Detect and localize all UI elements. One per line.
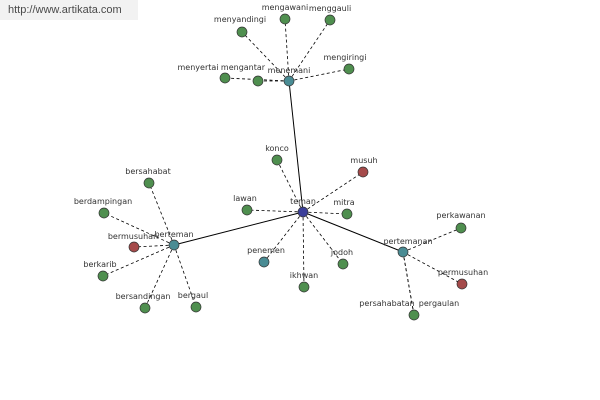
node-jodoh[interactable] [337, 258, 349, 270]
edge-teman-mitra [302, 211, 348, 215]
node-label-konco[interactable]: konco [265, 144, 289, 153]
edge-pertemanan-permusuhan [402, 251, 463, 285]
node-mengiringi[interactable] [343, 63, 355, 75]
node-konco[interactable] [271, 154, 283, 166]
node-berdampingan[interactable] [98, 207, 110, 219]
node-label-pergaulan[interactable]: pergaulan [419, 299, 459, 308]
edge-teman-musuh [302, 171, 364, 213]
node-menggauli[interactable] [324, 14, 336, 26]
node-label-permusuhan[interactable]: permusuhan [438, 268, 488, 277]
node-menemani[interactable] [283, 75, 295, 87]
node-menyertai[interactable] [219, 72, 231, 84]
node-teman[interactable] [297, 206, 309, 218]
node-bersandingan[interactable] [139, 302, 151, 314]
edge-berteman-bersandingan [144, 244, 175, 309]
node-label-jodoh[interactable]: jodoh [330, 248, 353, 257]
node-label-bermusuhan[interactable]: bermusuhan [108, 232, 158, 241]
node-pertemanan[interactable] [397, 246, 409, 258]
node-mengawani[interactable] [279, 13, 291, 25]
node-ikhwan[interactable] [298, 281, 310, 293]
edge-menemani-menyandingi [241, 31, 290, 82]
node-label-menyertai[interactable]: menyertai [178, 63, 219, 72]
node-menyandingi[interactable] [236, 26, 248, 38]
node-berteman[interactable] [168, 239, 180, 251]
node-bersahabat[interactable] [143, 177, 155, 189]
node-label-lawan[interactable]: lawan [233, 194, 257, 203]
node-label-bergaul[interactable]: bergaul [178, 291, 208, 300]
edges-layer [102, 18, 463, 316]
edge-pertemanan-perkawanan [402, 227, 462, 253]
node-label-menggauli[interactable]: menggauli [309, 4, 351, 13]
node-label-mengantar[interactable]: mengantar [221, 63, 266, 72]
edge-teman-lawan [246, 209, 304, 213]
node-label-menemani[interactable]: menemani [268, 66, 311, 75]
edge-teman-berteman [173, 211, 304, 246]
node-lawan[interactable] [241, 204, 253, 216]
edge-menemani-menggauli [288, 19, 331, 82]
node-mitra[interactable] [341, 208, 353, 220]
node-penemen[interactable] [258, 256, 270, 268]
node-label-berteman[interactable]: berteman [154, 230, 193, 239]
edge-berteman-bersahabat [148, 182, 175, 246]
node-label-berdampingan[interactable]: berdampingan [74, 197, 132, 206]
node-label-ikhwan[interactable]: ikhwan [290, 271, 318, 280]
node-permusuhan[interactable] [456, 278, 468, 290]
node-label-teman[interactable]: teman [290, 197, 316, 206]
edge-menemani-mengawani [284, 18, 290, 82]
edge-berteman-bermusuhan [133, 244, 175, 248]
node-label-pertemanan[interactable]: pertemanan [383, 237, 432, 246]
node-label-mengawani[interactable]: mengawani [262, 3, 309, 12]
node-bermusuhan[interactable] [128, 241, 140, 253]
node-label-persahabatan[interactable]: persahabatan [359, 299, 414, 308]
edge-teman-konco [276, 159, 304, 213]
node-label-berkarib[interactable]: berkarib [83, 260, 116, 269]
edge-teman-menemani [288, 80, 304, 213]
node-label-bersandingan[interactable]: bersandingan [116, 292, 171, 301]
node-label-menyandingi[interactable]: menyandingi [214, 15, 266, 24]
edge-menemani-mengiringi [288, 68, 350, 82]
node-persahabatan[interactable] [408, 309, 420, 321]
node-bergaul[interactable] [190, 301, 202, 313]
nodes-layer: teman menemani berteman pertemanan mengawani… [74, 3, 488, 321]
watermark-url: http://www.artikata.com [0, 0, 138, 20]
node-mengantar[interactable] [252, 75, 264, 87]
node-label-penemen[interactable]: penemen [247, 246, 285, 255]
node-label-mengiringi[interactable]: mengiringi [324, 53, 367, 62]
node-berkarib[interactable] [97, 270, 109, 282]
node-label-mitra[interactable]: mitra [333, 198, 354, 207]
node-label-bersahabat[interactable]: bersahabat [125, 167, 170, 176]
node-musuh[interactable] [357, 166, 369, 178]
edge-berteman-berdampingan [103, 212, 175, 246]
node-perkawanan[interactable] [455, 222, 467, 234]
edge-teman-pertemanan [302, 211, 404, 253]
node-label-perkawanan[interactable]: perkawanan [436, 211, 485, 220]
edge-teman-ikhwan [302, 211, 305, 288]
node-label-musuh[interactable]: musuh [350, 156, 377, 165]
edge-berteman-berkarib [102, 244, 175, 277]
